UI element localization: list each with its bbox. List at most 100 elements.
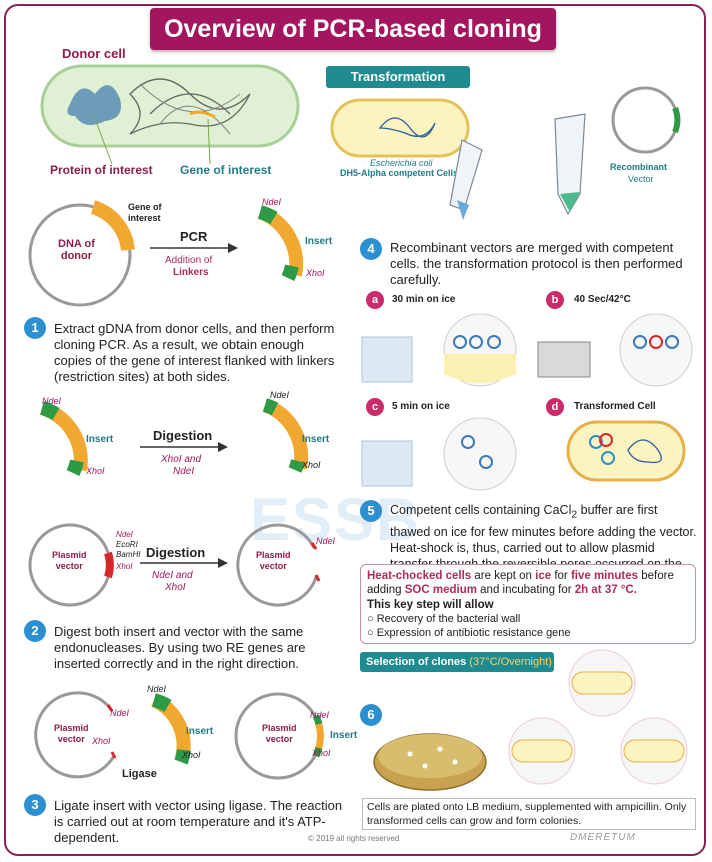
step-2-text: Digest both insert and vector with the s… (54, 624, 306, 671)
ligation-insert-label: Insert (186, 726, 214, 737)
digest1-xhoi-label: XhoI (86, 466, 105, 476)
dna-of-donor-label: DNA of donor (58, 238, 95, 262)
heat-box-bullet-1: ○ Recovery of the bacterial wall (367, 613, 520, 625)
heat-box-bullet-2-text: Expression of antibiotic resistance gene (376, 627, 571, 639)
heat-box-bullet-1-text: Recovery of the bacterial wall (376, 613, 521, 625)
protein-of-interest-label: Protein of interest (50, 163, 153, 177)
gene-of-interest-label: Gene of interest (180, 163, 272, 177)
ice-tube-illustration-a (361, 313, 517, 387)
heat-box-bullet-2: ○ Expression of antibiotic resistance ge… (367, 627, 571, 639)
heat-box-l1-e: five minutes (570, 570, 639, 582)
tube-cells (449, 139, 483, 220)
digest1-after-xhoi-label: XhoI (302, 460, 321, 470)
substep-a-badge: a (366, 291, 384, 309)
signature: DMERETUM (570, 832, 636, 843)
substep-d-badge: d (546, 398, 564, 416)
pcr-ndei-label: NdeI (262, 197, 282, 207)
digest1-enzymes-a: XhoI and (161, 454, 202, 465)
selection-note: Cells are plated onto LB medium, supplem… (362, 798, 696, 830)
substep-c-badge: c (366, 398, 384, 416)
agar-plate (373, 733, 487, 791)
recombinant-vector-icon (611, 86, 681, 154)
pcr-insert-fragment (257, 205, 304, 281)
digest1-after-ndei-label: NdeI (270, 390, 290, 400)
substep-b-label: 40 Sec/42°C (574, 294, 631, 305)
ecoli-label: Escherichia coli (370, 158, 433, 168)
selection-tag-label: Selection of clones (366, 656, 467, 668)
site-xhoi: XhoI (116, 562, 133, 571)
substep-b-badge: b (546, 291, 564, 309)
ecoli-competent-cell (330, 98, 470, 158)
heat-block-illustration-b (537, 313, 693, 387)
heat-box-l1-a: Heat-chocked cells (367, 570, 472, 582)
ligation-ndei-a: NdeI (110, 708, 130, 718)
heat-box-l1-d: for (551, 570, 571, 582)
digest1-insert-before (39, 401, 88, 476)
step-3-badge: 3 (24, 794, 46, 816)
addition-of-label: Addition of (165, 255, 213, 266)
heat-box-l2-b: SOC medium (404, 584, 477, 596)
step-5-badge: 5 (360, 500, 382, 522)
digest2-enzymes-b: XhoI (165, 582, 186, 593)
ice-tube-illustration-c (361, 417, 517, 491)
page-title: Overview of PCR-based cloning (150, 8, 556, 50)
heat-box-l1-f: before (638, 570, 674, 582)
colony-zoom-1 (568, 649, 636, 717)
ligation-xhoi-a: XhoI (92, 736, 111, 746)
site-bamhi: BamHI (116, 550, 141, 559)
digest2-arrow-label: Digestion (146, 545, 206, 560)
digest1-after-insert-label: Insert (302, 434, 330, 445)
pcr-insert-label: Insert (305, 236, 333, 247)
heat-box-l2-a: adding (367, 584, 405, 596)
heat-box-line-2: adding SOC medium and incubating for 2h … (367, 583, 693, 597)
substep-a-label: 30 min on ice (392, 294, 456, 305)
ligation-plasmid-label: Plasmid vector (54, 723, 89, 744)
donor-dna-circle (28, 200, 135, 307)
bullet-circle-icon: ○ (367, 613, 377, 625)
selection-conditions: (37°C/Overnight) (466, 656, 552, 668)
colony-zoom-2 (508, 717, 576, 785)
plasmid-cut-label: Plasmid vector (256, 550, 291, 571)
pcr-xhoi-label: XhoI (306, 268, 325, 278)
tube-vector (554, 113, 586, 216)
heat-box-l2-c: and incubating for (476, 584, 575, 596)
ligation-ndei-b: NdeI (147, 684, 167, 694)
watermark: ESSB (250, 486, 422, 553)
step-4-text: Recombinant vectors are merged with comp… (390, 240, 683, 287)
substep-d-label: Transformed Cell (574, 401, 656, 412)
heat-box-l2-d: 2h at 37 °C. (574, 584, 637, 596)
heat-shock-info-box: Heat-chocked cells are kept on ice for f… (360, 564, 696, 644)
heat-box-l1-b: are kept on (471, 570, 536, 582)
vector-label: Vector (628, 174, 654, 184)
poster-frame (4, 4, 706, 856)
digest1-enzymes-b: NdeI (173, 466, 195, 477)
linkers-label: Linkers (173, 267, 209, 278)
dh5-cells-label: DH5-Alpha competent Cells (340, 168, 459, 178)
pcr-arrow-label: PCR (180, 229, 208, 244)
recombinant-label: Recombinant (610, 162, 668, 172)
step-3-text: Ligate insert with vector using ligase. … (54, 798, 343, 845)
digest2-after-ndei: NdeI (316, 536, 336, 546)
digest2-enzymes-a: NdeI and (152, 570, 193, 581)
recombinant-plasmid (234, 692, 324, 780)
pcr-arrow (150, 243, 238, 253)
heat-box-key: This key step will allow (367, 599, 494, 611)
ligation-open-plasmid (34, 691, 117, 779)
bullet-circle-icon: ○ (367, 627, 377, 639)
step-5-text-a: Competent cells containing CaCl (390, 503, 572, 517)
recombinant-plasmid-label: Plasmid vector (262, 723, 297, 744)
heat-box-line-1: Heat-chocked cells are kept on ice for f… (367, 569, 693, 583)
ligation-insert-fragment (150, 693, 191, 765)
digest1-ndei-label: NdeI (42, 396, 62, 406)
donor-cell-heading: Donor cell (62, 46, 126, 61)
step-4-badge: 4 (360, 238, 382, 260)
plasmid-vector-circle (28, 523, 114, 607)
digest1-arrow-label: Digestion (153, 428, 213, 443)
donor-cell-illustration (40, 64, 300, 165)
recombinant-ndei: NdeI (310, 710, 330, 720)
heat-box-l1-c: ice (535, 570, 552, 582)
digest2-arrow (140, 558, 228, 568)
step-1-text: Extract gDNA from donor cells, and then … (54, 321, 335, 384)
transformed-cell-illustration (566, 420, 686, 482)
digest1-arrow (140, 442, 228, 452)
